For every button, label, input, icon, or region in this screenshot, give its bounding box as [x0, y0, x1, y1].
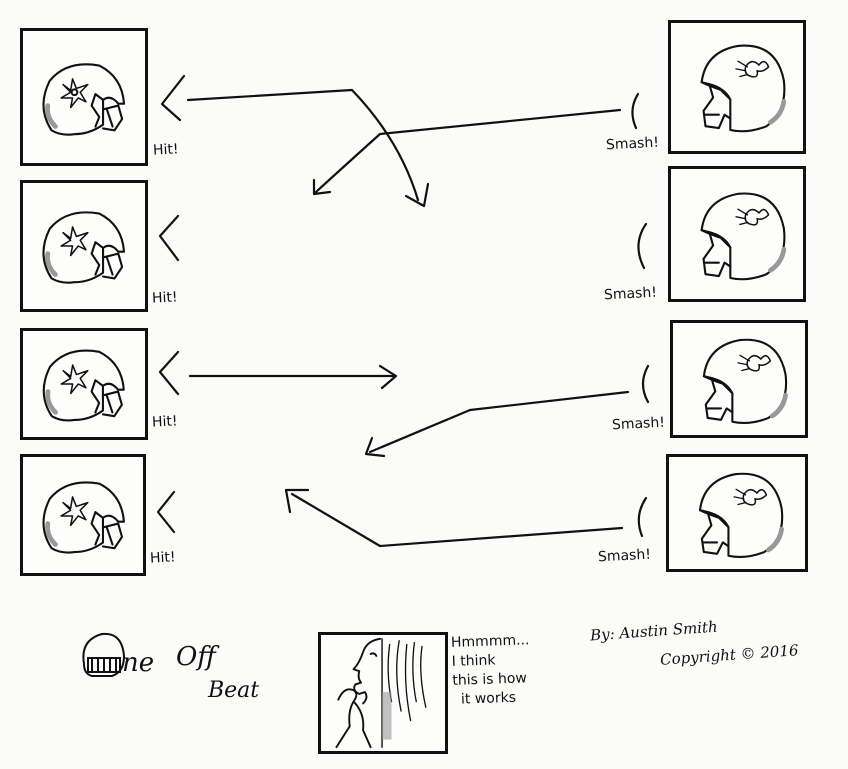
left-chevron	[160, 74, 186, 122]
star-helmet-icon	[42, 63, 126, 136]
arrow-smash-3	[368, 390, 630, 454]
smash-label: Smash!	[605, 134, 660, 154]
hit-label: Hit!	[149, 549, 176, 567]
star-helmet-icon	[42, 481, 125, 554]
star-helmet-icon	[42, 211, 126, 284]
left-chevron	[156, 490, 176, 534]
bird-helmet-icon	[702, 338, 788, 425]
helmet-o-logo-icon	[82, 632, 126, 677]
right-panel-4	[666, 454, 808, 572]
smash-label: Smash!	[597, 546, 652, 566]
hit-label: Hit!	[151, 413, 178, 431]
smash-label: Smash!	[603, 284, 658, 304]
logo-word-off: Off	[176, 642, 216, 672]
thought-text: Hmmmm... I think this is how it works	[451, 630, 564, 710]
star-helmet-icon	[42, 349, 125, 422]
one-off-beat-logo: ne Off Beat	[78, 628, 298, 710]
left-panel-2	[20, 180, 148, 312]
right-paren	[637, 222, 648, 270]
left-panel-4	[20, 454, 146, 576]
logo-word-ne: ne	[122, 648, 155, 678]
right-paren	[637, 496, 648, 538]
hit-label: Hit!	[152, 141, 179, 159]
smash-label: Smash!	[611, 414, 666, 434]
bird-helmet-icon	[700, 44, 787, 133]
thought-line: it works	[460, 689, 517, 708]
thinking-panel	[318, 632, 448, 754]
left-chevron	[158, 350, 180, 396]
right-panel-1	[668, 20, 806, 154]
left-chevron	[158, 214, 180, 262]
left-panel-1	[20, 28, 148, 166]
thinking-man-icon	[335, 637, 427, 749]
logo-word-beat: Beat	[208, 678, 260, 703]
right-panel-3	[670, 320, 808, 438]
arrow-hit-1	[186, 88, 420, 202]
arrow-smash-1	[314, 108, 622, 194]
right-paren	[641, 364, 650, 404]
arrow-smash-4	[290, 492, 624, 548]
bird-helmet-icon	[698, 472, 784, 559]
left-panel-3	[20, 328, 148, 440]
right-panel-2	[668, 166, 806, 302]
hit-label: Hit!	[151, 289, 178, 307]
bird-helmet-icon	[700, 192, 787, 281]
right-paren	[631, 92, 640, 130]
